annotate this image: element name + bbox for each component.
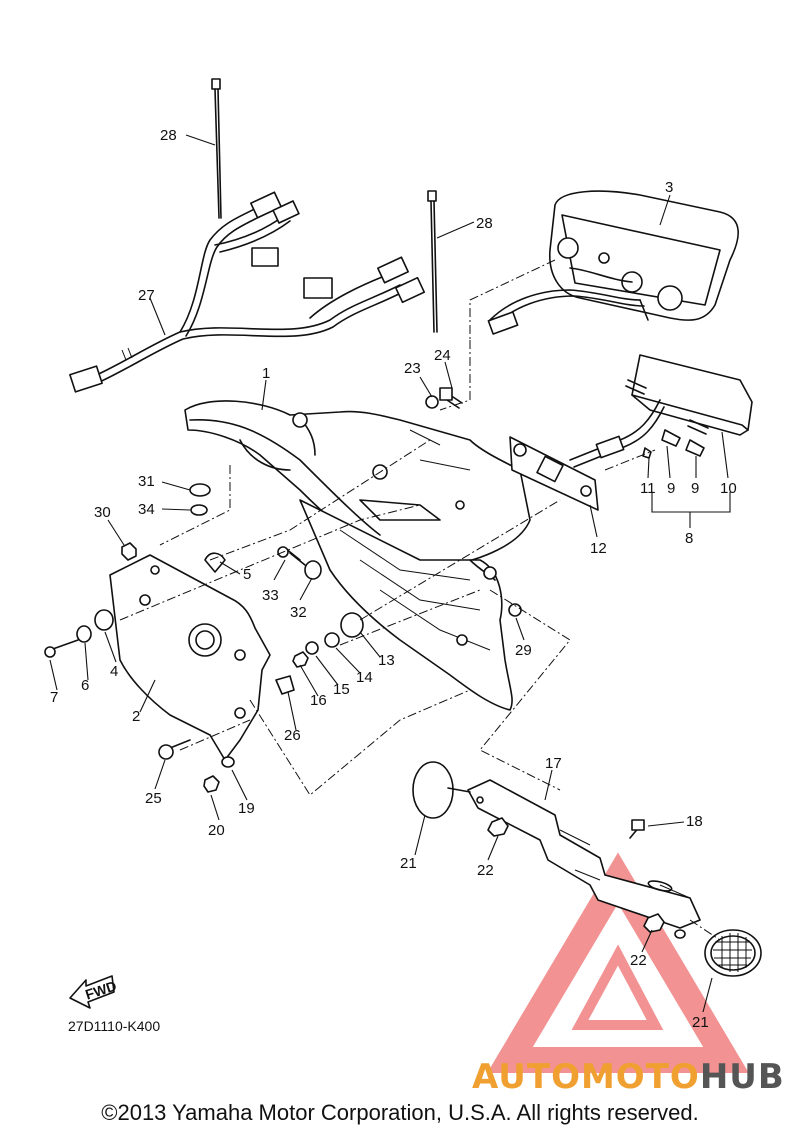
callout-17: 17 [545,755,562,772]
callout-3: 3 [665,179,673,196]
license-light-assembly [509,354,753,511]
callout-8: 8 [685,530,693,547]
callout-23: 23 [404,360,421,377]
reflector-bracket-17 [467,779,701,939]
callout-12: 12 [590,540,607,557]
callout-9-second: 9 [691,480,699,497]
rear-fender-1 [184,400,531,566]
callout-27: 27 [138,287,155,304]
plate-2 [109,554,271,761]
watermark-text-hub: HUB [700,1057,785,1097]
callout-9-first: 9 [667,480,675,497]
callout-1: 1 [262,365,270,382]
callout-20: 20 [208,822,225,839]
watermark-logo [487,852,749,1073]
watermark-text-automoto: AUTOMOTO [472,1057,700,1097]
reflector-21-left [412,761,471,819]
main-bracket [299,499,513,711]
callout-24: 24 [434,347,451,364]
callout-30: 30 [94,504,111,521]
cable-tie-28-upper [211,78,222,219]
callout-14: 14 [356,669,373,686]
callout-28-upper: 28 [160,127,177,144]
callout-29: 29 [515,642,532,659]
callout-22-right: 22 [630,952,647,969]
callout-18: 18 [686,813,703,830]
callout-4: 4 [110,663,118,680]
fwd-arrow: FWD [69,975,118,1009]
callout-11: 11 [640,480,656,497]
reflector-21-right [704,929,762,977]
callout-10: 10 [720,480,737,497]
fwd-label: FWD [83,977,118,1002]
callout-labels: 28 28 27 3 1 23 24 31 34 30 5 33 32 11 9… [50,127,737,1031]
callout-16: 16 [310,692,327,709]
callout-7: 7 [50,689,58,706]
wire-harness-27 [69,191,426,393]
callout-31: 31 [138,473,155,490]
callout-22-left: 22 [477,862,494,879]
callout-21-left: 21 [400,855,417,872]
copyright-notice: ©2013 Yamaha Motor Corporation, U.S.A. A… [101,1100,699,1125]
callout-32: 32 [290,604,307,621]
tail-light-3 [487,190,739,335]
hardware-parts [44,387,522,793]
nuts-22 [487,817,665,933]
callout-26: 26 [284,727,301,744]
callout-15: 15 [333,681,350,698]
callout-28-lower: 28 [476,215,493,232]
callout-19: 19 [238,800,255,817]
callout-5: 5 [243,566,251,583]
callout-6: 6 [81,677,89,694]
part-code: 27D1110-K400 [68,1018,160,1034]
callout-25: 25 [145,790,162,807]
callout-21-right: 21 [692,1014,709,1031]
callout-34: 34 [138,501,155,518]
watermark-text: AUTOMOTOHUB [472,1057,785,1097]
callout-2: 2 [132,708,140,725]
callout-33: 33 [262,587,279,604]
leader-lines [49,134,731,1013]
cable-tie-28-lower [427,190,438,333]
callout-13: 13 [378,652,395,669]
